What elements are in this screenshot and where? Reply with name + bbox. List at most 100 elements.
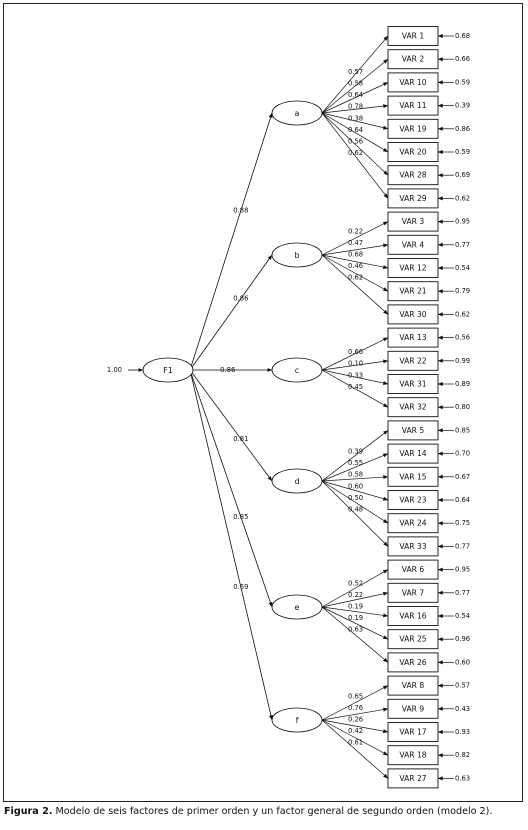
- factor-c-item-4-box: [387, 397, 439, 418]
- factor-a-item-3-box: [387, 72, 439, 93]
- factor-e-item-1-box-label: VAR 6: [402, 565, 425, 574]
- factor-a-item-2-box: [387, 49, 439, 70]
- factor-f-item-5-error-label: 0.63: [455, 774, 470, 782]
- factor-b-item-5-loading-label: 0.62: [348, 274, 363, 282]
- factor-b-item-2-error-label: 0.77: [455, 241, 470, 249]
- factor-d-item-1-loading-label: 0.39: [348, 448, 363, 456]
- factor-a-path: [189, 112, 273, 371]
- factor-a-item-4-path: [321, 104, 389, 114]
- factor-c-loading-label: 0.86: [220, 366, 235, 374]
- factor-b-loading-label: 0.86: [233, 295, 248, 303]
- factor-e-item-5-box-label: VAR 26: [399, 658, 426, 667]
- factor-d-item-1-error-label: 0.85: [455, 426, 470, 434]
- factor-e-item-4-path: [321, 606, 389, 640]
- factor-a-item-6-loading-label: 0.64: [348, 126, 363, 134]
- factor-b-item-1-error-label: 0.95: [455, 218, 470, 226]
- factor-f-item-3-box-label: VAR 17: [399, 728, 426, 737]
- factor-a-loading-label: 0.88: [233, 207, 248, 215]
- factor-a-item-1-path: [321, 35, 389, 114]
- factor-e-item-5-path: [321, 606, 389, 663]
- factor-e-item-4-error-label: 0.96: [455, 635, 470, 643]
- factor-c-item-4-box-label: VAR 32: [399, 403, 426, 412]
- factor-a-item-3-box-label: VAR 10: [399, 78, 426, 87]
- factor-e-path: [189, 369, 273, 608]
- factor-a-item-1-box-label: VAR 1: [402, 32, 425, 41]
- factor-e-item-4-box-label: VAR 25: [399, 635, 426, 644]
- factor-a-item-7-box: [387, 165, 439, 186]
- factor-c-node: [271, 357, 323, 383]
- factor-e-node-label: e: [295, 603, 300, 612]
- factor-d-item-6-error-label: 0.77: [455, 542, 470, 550]
- factor-e-item-3-loading-label: 0.19: [348, 603, 363, 611]
- factor-f-item-4-path: [321, 719, 389, 756]
- factor-b-item-4-box-label: VAR 21: [399, 287, 426, 296]
- factor-c-item-2-loading-label: 0.10: [348, 360, 363, 368]
- factor-b-node: [271, 242, 323, 268]
- factor-a-item-2-box-label: VAR 2: [402, 55, 425, 64]
- factor-c-item-4-error-label: 0.80: [455, 403, 470, 411]
- factor-label-f1: F1: [163, 366, 173, 375]
- factor-d-node-label: d: [294, 477, 299, 486]
- factor-b-path: [189, 254, 273, 371]
- factor-b-item-3-path: [321, 254, 389, 270]
- factor-d-item-6-box-label: VAR 33: [399, 542, 426, 551]
- factor-f-item-2-box-label: VAR 9: [402, 704, 425, 713]
- factor-f-loading-label: 0.69: [233, 583, 248, 591]
- factor-b-item-4-box: [387, 281, 439, 302]
- factor-b-item-1-loading-label: 0.22: [348, 227, 363, 235]
- factor-a-item-7-loading-label: 0.56: [348, 138, 363, 146]
- factor-c-item-2-path: [321, 359, 389, 371]
- factor-e-item-2-path: [321, 591, 389, 608]
- factor-d-item-6-box: [387, 536, 439, 557]
- factor-e-item-1-error-label: 0.95: [455, 566, 470, 574]
- factor-c-item-3-loading-label: 0.33: [348, 371, 363, 379]
- factor-a-item-2-error-label: 0.66: [455, 55, 470, 63]
- factor-f-item-3-error-label: 0.93: [455, 728, 470, 736]
- factor-d-item-4-box: [387, 490, 439, 510]
- factor-d-item-4-path: [321, 480, 389, 501]
- factor-d-item-5-loading-label: 0.50: [348, 494, 363, 502]
- factor-c-item-2-error-label: 0.99: [455, 357, 470, 365]
- factor-e-item-2-loading-label: 0.22: [348, 591, 363, 599]
- factor-f-item-1-path: [321, 685, 389, 721]
- factor-f-item-1-error-label: 0.57: [455, 682, 470, 690]
- factor-b-item-3-error-label: 0.54: [455, 264, 470, 272]
- factor-f-item-5-box-label: VAR 27: [399, 774, 426, 783]
- factor-f-item-4-error-label: 0.82: [455, 751, 470, 759]
- factor-f-item-4-box-label: VAR 18: [399, 751, 426, 760]
- factor-d-item-5-path: [321, 480, 389, 524]
- factor-f-node-label: f: [296, 716, 299, 725]
- factor-c-item-2-box-label: VAR 22: [399, 356, 426, 365]
- factor-d-item-3-loading-label: 0.58: [348, 471, 363, 479]
- factor-a-item-6-error-label: 0.59: [455, 148, 470, 156]
- factor-a-item-6-path: [321, 112, 389, 153]
- factor-e-loading-label: 0.85: [233, 513, 248, 521]
- factor-b-item-5-path: [321, 254, 389, 315]
- factor-c-item-3-box: [387, 374, 439, 394]
- factor-f-node: [271, 707, 323, 733]
- factor-d-item-6-loading-label: 0.48: [348, 506, 363, 514]
- factor-d-item-5-error-label: 0.75: [455, 519, 470, 527]
- factor-a-item-1-loading-label: 0.57: [348, 68, 363, 76]
- figure-label: Figura 2.: [4, 806, 53, 817]
- factor-e-item-1-loading-label: 0.52: [348, 579, 363, 587]
- factor-a-item-8-path: [321, 112, 389, 199]
- factor-d-item-3-path: [321, 475, 389, 482]
- factor-a-item-5-box: [387, 118, 439, 139]
- factor-b-node-label: b: [294, 251, 299, 260]
- factor-e-item-5-error-label: 0.60: [455, 658, 470, 666]
- factor-d-item-3-box-label: VAR 15: [399, 472, 426, 481]
- factor-f-item-2-loading-label: 0.76: [348, 704, 363, 712]
- factor-b-item-4-error-label: 0.79: [455, 287, 470, 295]
- factor-e-item-3-error-label: 0.54: [455, 612, 470, 620]
- factor-c-item-1-path: [321, 337, 389, 371]
- factor-d-item-2-error-label: 0.70: [455, 450, 470, 458]
- factor-node-f1: [142, 357, 194, 383]
- factor-f-path: [189, 369, 273, 721]
- factor-a-item-2-loading-label: 0.58: [348, 80, 363, 88]
- factor-d-item-4-loading-label: 0.60: [348, 482, 363, 490]
- factor-a-item-5-error-label: 0.86: [455, 125, 470, 133]
- factor-d-item-3-error-label: 0.67: [455, 473, 470, 481]
